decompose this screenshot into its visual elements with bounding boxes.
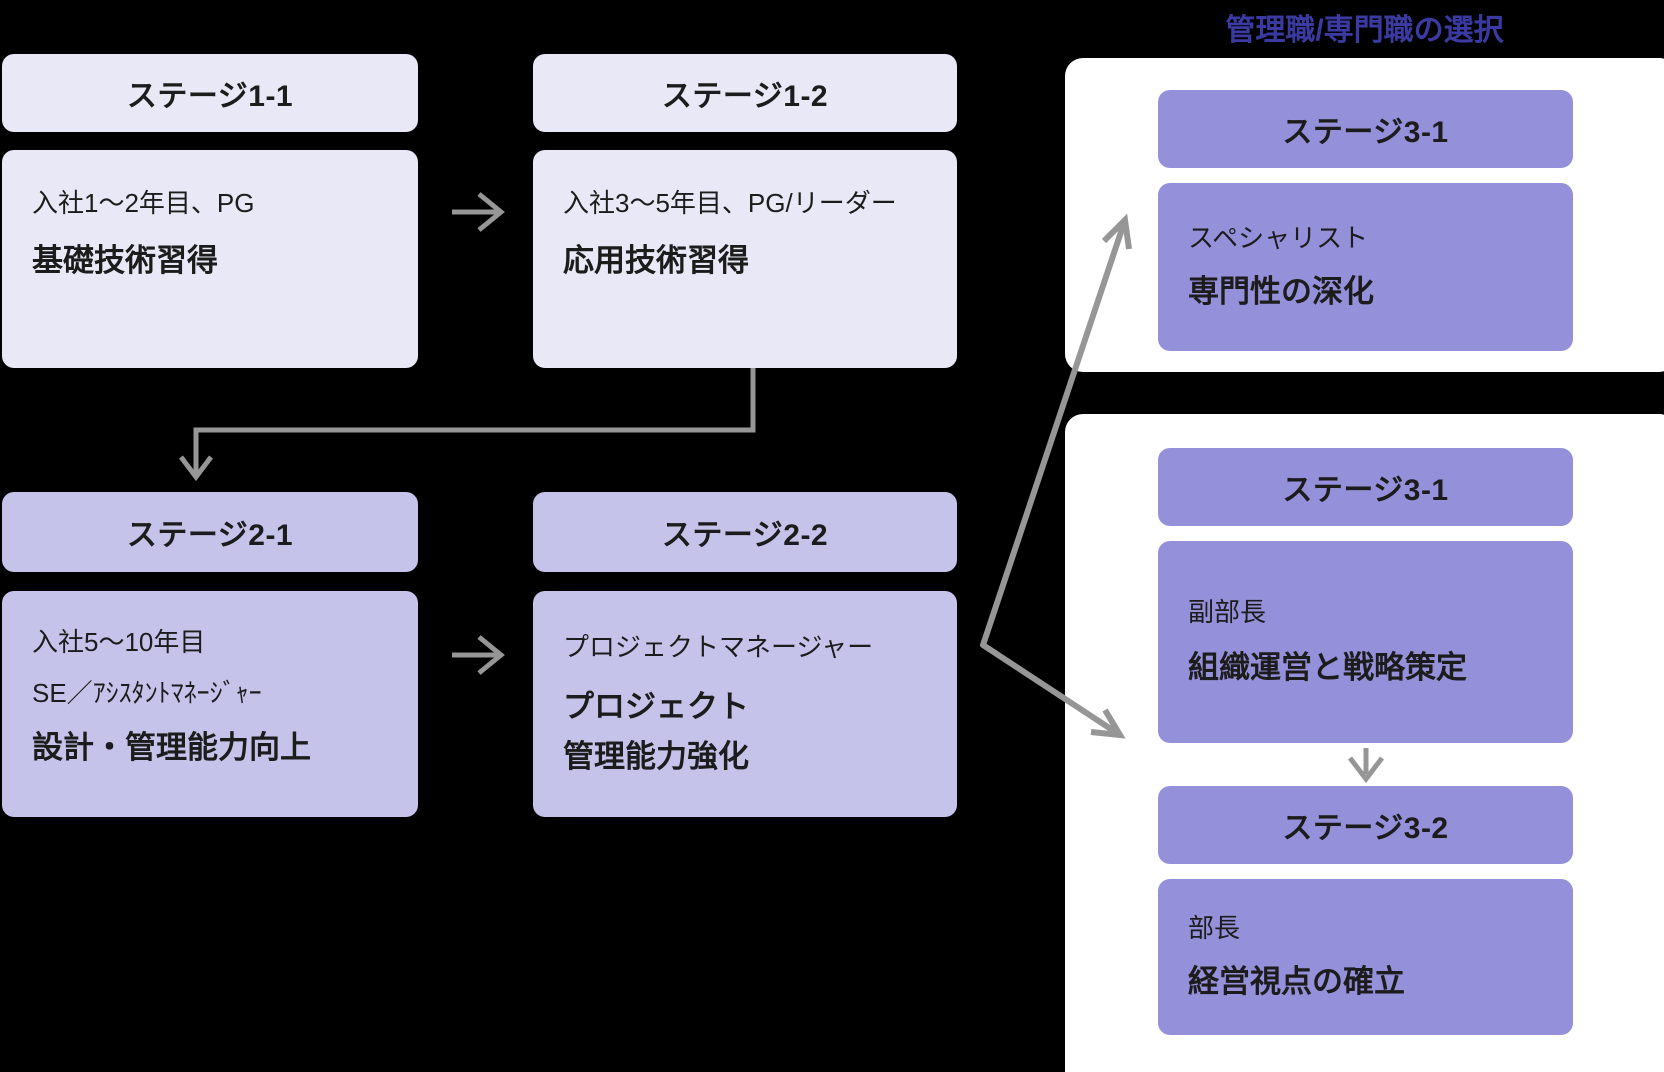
stage-1-2-title: ステージ1-2: [661, 80, 829, 113]
stage-1-1-header: ステージ1-1: [2, 54, 418, 132]
stage-3-2-role: 部長: [1188, 912, 1241, 943]
stage-1-1-goal: 基礎技術習得: [32, 242, 218, 278]
stage-3-1-manager-role: 副部長: [1188, 596, 1267, 627]
stage-3-1-manager-title: ステージ3-1: [1282, 474, 1449, 507]
arrow-s11-to-s12: [452, 192, 505, 232]
track-selection-title: 管理職/専門職の選択: [1225, 14, 1504, 47]
stage-3-1-manager-body: 副部長 組織運営と戦略策定: [1158, 541, 1573, 743]
stage-2-2-header: ステージ2-2: [533, 492, 957, 572]
stage-2-1-role: SE／ｱｼｽﾀﾝﾄﾏﾈｰｼﾞｬｰ: [32, 677, 262, 708]
arrow-s21-to-s22: [452, 635, 505, 675]
stage-3-1-specialist-goal: 専門性の深化: [1188, 273, 1374, 309]
stage-2-1-goal: 設計・管理能力向上: [32, 729, 311, 765]
stage-1-1-body: 入社1〜2年目、PG 基礎技術習得: [2, 150, 418, 368]
stage-2-2-goal-line2: 管理能力強化: [563, 738, 749, 774]
stage-3-1-manager-header: ステージ3-1: [1158, 448, 1573, 526]
stage-2-1-body: 入社5〜10年目 SE／ｱｼｽﾀﾝﾄﾏﾈｰｼﾞｬｰ 設計・管理能力向上: [2, 591, 418, 817]
stage-3-2-title: ステージ3-2: [1282, 812, 1449, 845]
right-arrowhead-icon: [477, 635, 505, 675]
elbow-line: [193, 368, 756, 473]
stage-3-1-specialist-header: ステージ3-1: [1158, 90, 1573, 168]
stage-1-2-header: ステージ1-2: [533, 54, 957, 132]
stage-3-1-specialist-title: ステージ3-1: [1282, 116, 1449, 149]
stage-2-1-header: ステージ2-1: [2, 492, 418, 572]
stage-3-1-specialist-body: スペシャリスト 専門性の深化: [1158, 183, 1573, 351]
down-arrowhead-icon: [179, 455, 213, 482]
stage-1-1-title: ステージ1-1: [126, 80, 294, 113]
stage-3-2-goal: 経営視点の確立: [1188, 963, 1405, 999]
stage-3-1-specialist-role: スペシャリスト: [1188, 222, 1369, 253]
stage-2-2-body: プロジェクトマネージャー プロジェクト 管理能力強化: [533, 591, 957, 817]
stage-1-1-role: 入社1〜2年目、PG: [32, 187, 255, 218]
stage-3-1-manager-goal: 組織運営と戦略策定: [1188, 649, 1467, 685]
stage-3-2-header: ステージ3-2: [1158, 786, 1573, 864]
stage-3-2-body: 部長 経営視点の確立: [1158, 879, 1573, 1035]
stage-1-2-goal: 応用技術習得: [563, 242, 749, 278]
stage-1-2-body: 入社3〜5年目、PG/リーダー 応用技術習得: [533, 150, 957, 368]
stage-2-2-role: プロジェクトマネージャー: [563, 631, 874, 662]
stage-2-1-title: ステージ2-1: [126, 519, 294, 552]
stage-2-2-goal-line1: プロジェクト: [563, 688, 749, 724]
stage-2-1-tenure: 入社5〜10年目: [32, 627, 206, 658]
connector-s12-to-s21: [179, 368, 756, 482]
stage-1-2-role: 入社3〜5年目、PG/リーダー: [563, 187, 897, 218]
right-arrowhead-icon: [477, 192, 505, 232]
stage-2-2-title: ステージ2-2: [661, 519, 829, 552]
